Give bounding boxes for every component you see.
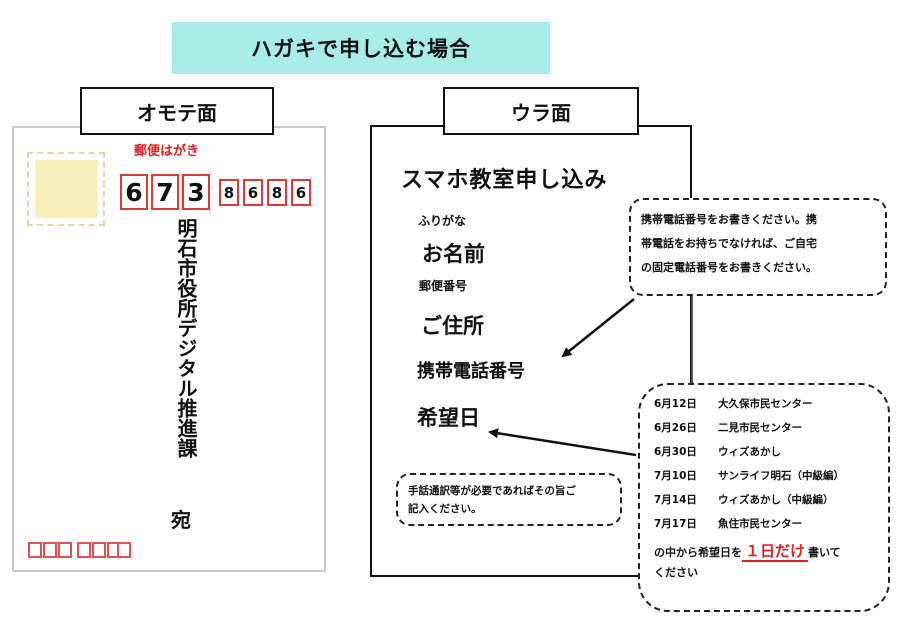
- note-line: 記入ください。: [408, 503, 482, 515]
- note-line: 携帯電話番号をお書きください。携: [641, 213, 817, 226]
- instruction-suffix: 書いて: [808, 546, 841, 559]
- zip-digit: 6: [120, 174, 148, 210]
- sender-zip-box: [43, 542, 57, 558]
- venue-text: ウィズあかし: [718, 445, 781, 458]
- phone-label: 携帯電話番号: [417, 361, 525, 382]
- back-side-label: ウラ面: [443, 87, 639, 135]
- venue-text: 大久保市民センター: [718, 397, 813, 410]
- phone-callout: 携帯電話番号をお書きください。携 帯電話をお持ちでなければ、ご自宅 の固定電話番…: [629, 198, 887, 296]
- sign-language-note: 手話通訳等が必要であればその旨ご 記入ください。: [396, 473, 622, 526]
- front-side-label: オモテ面: [80, 87, 274, 135]
- zip-digit: 7: [151, 174, 179, 210]
- name-label: お名前: [422, 242, 485, 266]
- furigana-label: ふりがな: [418, 214, 467, 228]
- sender-zip-box: [28, 542, 42, 558]
- venue-text: 二見市民センター: [718, 421, 802, 434]
- dates-callout: 6月12日 大久保市民センター 6月26日 二見市民センター 6月30日 ウィズ…: [638, 383, 890, 612]
- sender-zip-box: [58, 542, 72, 558]
- recipient-address: 明石市役所デジタル推進課: [174, 218, 198, 458]
- page-title-banner: ハガキで申し込む場合: [172, 22, 550, 74]
- postal-card-mark: 郵便はがき: [134, 144, 200, 159]
- zip-digit: 8: [267, 179, 287, 206]
- date-text: 6月12日: [654, 397, 697, 410]
- note-line: 帯電話をお持ちでなければ、ご自宅: [641, 237, 817, 250]
- instruction-emphasis: １日だけ: [742, 542, 809, 562]
- date-row: 7月14日 ウィズあかし（中級編）: [654, 487, 874, 511]
- date-row: 6月26日 二見市民センター: [654, 415, 874, 439]
- sender-zip-box: [117, 542, 131, 558]
- date-row: 6月12日 大久保市民センター: [654, 391, 874, 415]
- preferred-date-label: 希望日: [417, 406, 480, 430]
- back-title: スマホ教室申し込み: [401, 168, 608, 193]
- date-text: 6月30日: [654, 445, 697, 458]
- venue-text: ウィズあかし（中級編）: [718, 493, 834, 506]
- zip-label: 郵便番号: [419, 279, 468, 293]
- date-arrow: [488, 428, 637, 457]
- address-label: ご住所: [421, 314, 484, 338]
- date-row: 7月17日 魚住市民センター: [654, 511, 874, 535]
- venue-text: 魚住市民センター: [718, 517, 802, 530]
- note-line: 手話通訳等が必要であればその旨ご: [408, 485, 576, 497]
- date-text: 6月26日: [654, 421, 697, 434]
- sender-zip-box: [77, 542, 91, 558]
- zip-digit: 6: [291, 179, 311, 206]
- phone-arrow: [561, 298, 635, 358]
- zip-digit: 8: [219, 179, 239, 206]
- date-row: 6月30日 ウィズあかし: [654, 439, 874, 463]
- zip-digit: 3: [182, 174, 210, 210]
- date-text: 7月14日: [654, 493, 697, 506]
- date-row: 7月10日 サンライフ明石（中級編）: [654, 463, 874, 487]
- page-title: ハガキで申し込む場合: [251, 37, 471, 61]
- sender-zip-box: [92, 542, 106, 558]
- note-line: の固定電話番号をお書きください。: [641, 261, 817, 274]
- instruction-line2: ください: [654, 566, 698, 579]
- zip-digit: 6: [243, 179, 263, 206]
- stamp-icon: [35, 160, 97, 218]
- date-text: 7月17日: [654, 517, 697, 530]
- venue-text: サンライフ明石（中級編）: [718, 469, 844, 482]
- recipient-suffix: 宛: [171, 508, 191, 532]
- date-text: 7月10日: [654, 469, 697, 482]
- callout-connector: [691, 296, 693, 384]
- instruction-prefix: の中から希望日を: [654, 546, 742, 559]
